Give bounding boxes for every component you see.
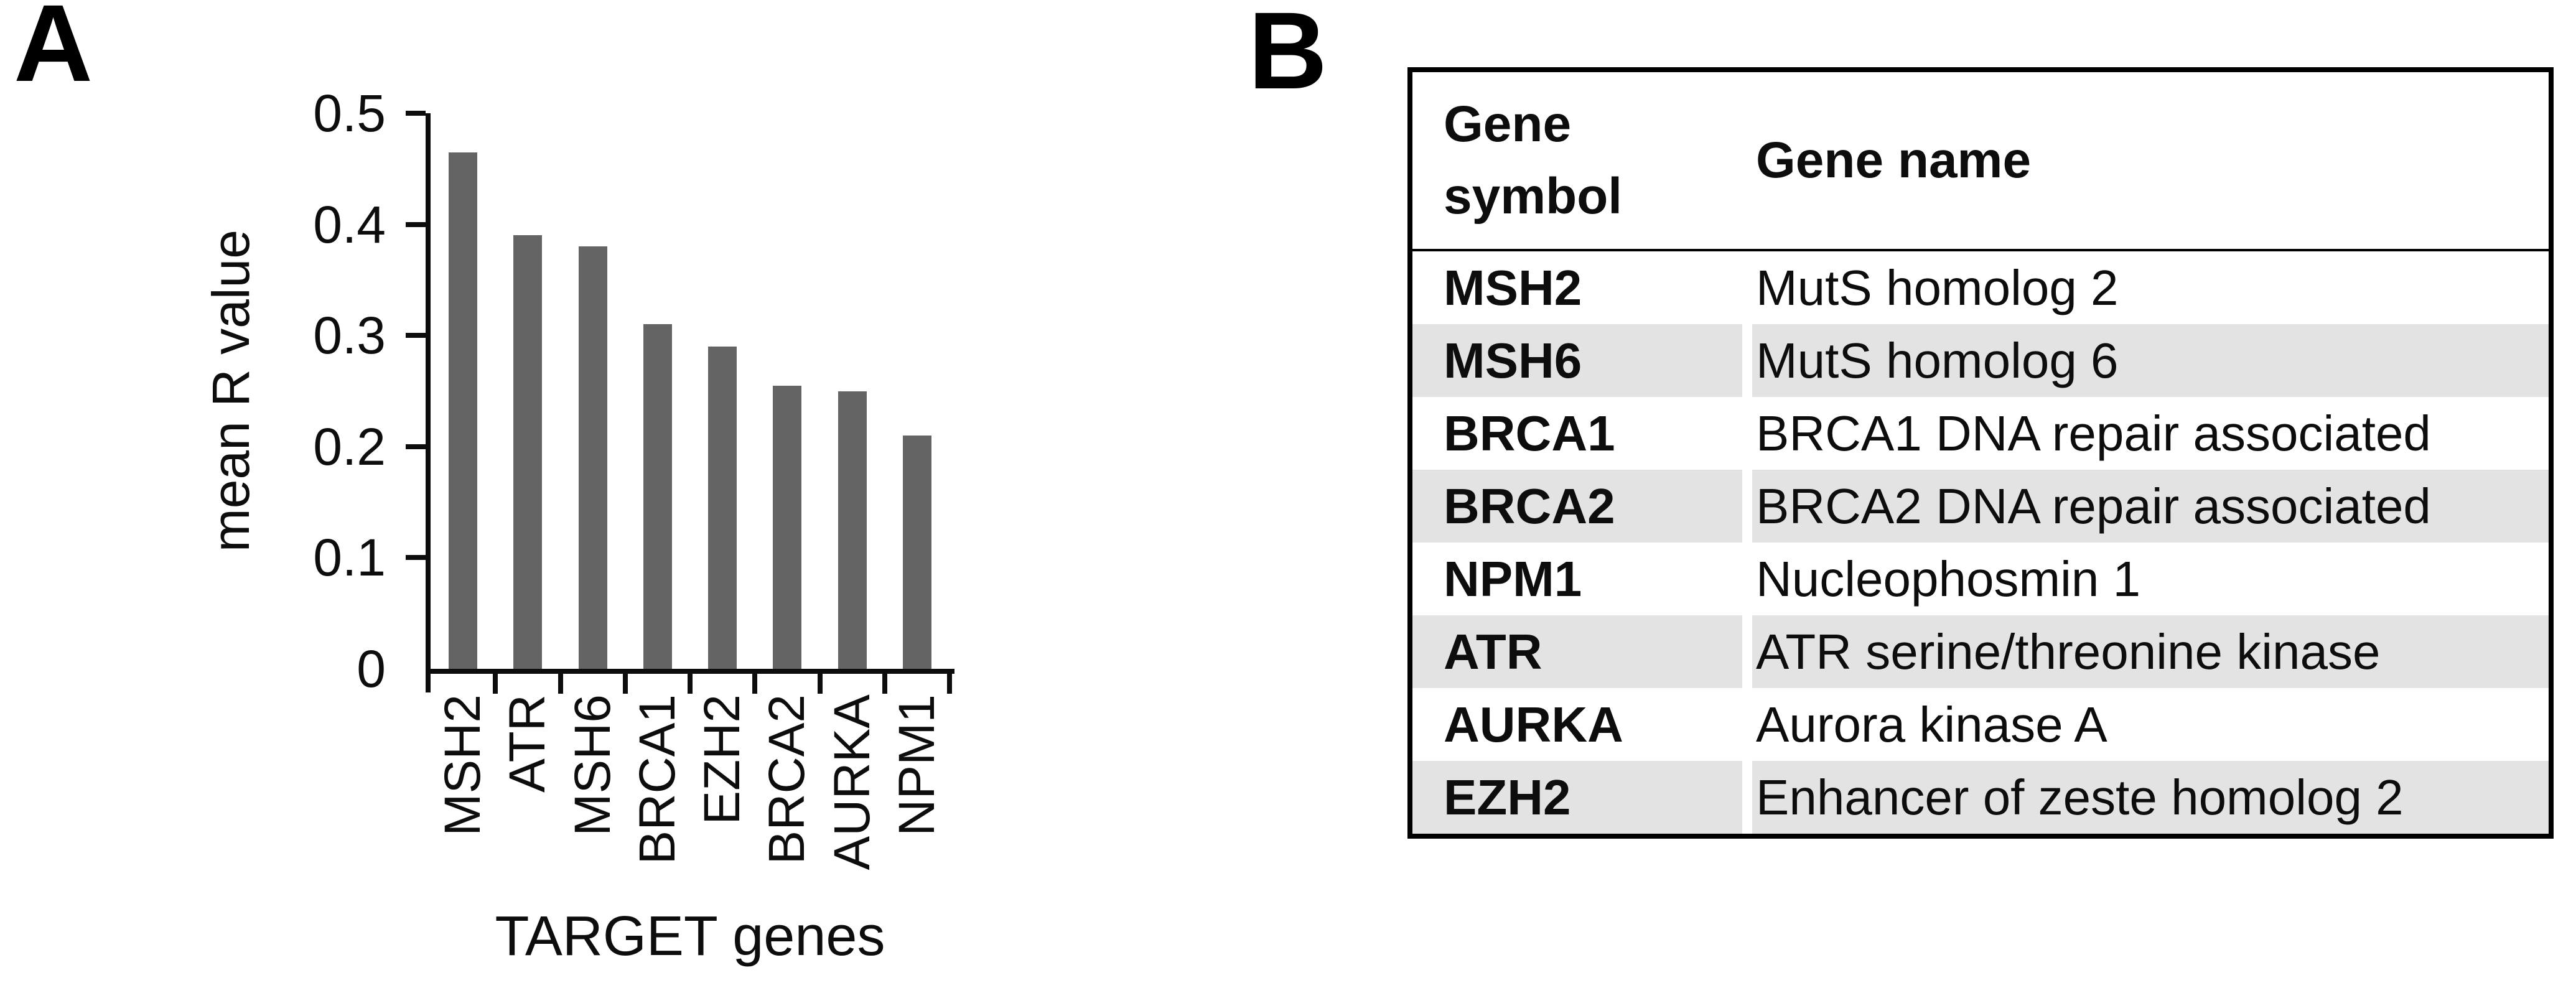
gene-symbol-cell: MSH2 — [1444, 259, 1582, 315]
x-tick-mark — [817, 674, 823, 694]
y-tick-mark — [406, 111, 426, 116]
x-tick-mark — [558, 674, 563, 694]
x-tick-label: EZH2 — [694, 694, 751, 825]
column-divider — [1742, 688, 1752, 761]
gene-name-cell: Nucleophosmin 1 — [1756, 551, 2141, 607]
column-divider — [1742, 470, 1752, 543]
column-divider — [1742, 615, 1752, 688]
x-tick-label: AURKA — [823, 694, 880, 870]
column-divider — [1742, 761, 1752, 834]
gene-name-cell: BRCA2 DNA repair associated — [1752, 470, 2549, 543]
column-divider — [1742, 397, 1752, 470]
gene-name-cell: Aurora kinase A — [1756, 696, 2107, 752]
table-header-row: Gene symbol Gene name — [1412, 72, 2549, 251]
x-tick-label: BRCA2 — [758, 694, 816, 865]
y-tick-label: 0.5 — [313, 84, 386, 142]
column-divider — [1742, 72, 1752, 249]
x-tick-label: MSH2 — [434, 694, 492, 836]
y-tick-mark — [406, 333, 426, 338]
gene-symbol-cell: AURKA — [1444, 696, 1623, 752]
y-axis-title: mean R value — [202, 113, 261, 669]
x-tick-mark — [622, 674, 628, 694]
table-row-msh2: MSH2 MutS homolog 2 — [1412, 251, 2549, 324]
x-tick-label: MSH6 — [564, 694, 621, 836]
column-divider — [1742, 251, 1752, 324]
gene-name-cell: Enhancer of zeste homolog 2 — [1752, 761, 2549, 834]
gene-name-cell: BRCA1 DNA repair associated — [1756, 405, 2431, 461]
bar-ezh2 — [708, 347, 737, 669]
bar-aurka — [838, 391, 867, 669]
y-axis-line — [426, 113, 431, 692]
x-tick-label-slot: MSH6 — [561, 694, 626, 925]
x-tick-label-slot: AURKA — [820, 694, 885, 925]
gene-symbol-cell: EZH2 — [1412, 761, 1742, 834]
gene-symbol-cell: ATR — [1412, 615, 1742, 688]
table-header-gene-symbol: Gene symbol — [1444, 95, 1623, 225]
gene-name-cell: MutS homolog 6 — [1752, 324, 2549, 397]
gene-symbol-cell: BRCA1 — [1444, 405, 1615, 461]
gene-table: Gene symbol Gene name MSH2 MutS homolog 2… — [1407, 67, 2554, 839]
x-axis-line — [426, 669, 954, 674]
bar-brca1 — [643, 324, 672, 669]
column-divider — [1742, 324, 1752, 397]
x-tick-label-slot: MSH2 — [431, 694, 496, 925]
x-tick-mark — [752, 674, 758, 694]
y-axis-title-text: mean R value — [202, 230, 261, 552]
x-tick-label: BRCA1 — [628, 694, 686, 865]
bar-atr — [513, 235, 543, 669]
x-tick-mark — [688, 674, 693, 694]
x-tick-label-slot: EZH2 — [690, 694, 755, 925]
x-tick-label-slot: BRCA1 — [625, 694, 691, 925]
table-row-npm1: NPM1 Nucleophosmin 1 — [1412, 543, 2549, 615]
y-tick-label: 0.3 — [313, 306, 386, 365]
y-tick-label: 0 — [357, 640, 386, 698]
gene-symbol-cell: NPM1 — [1444, 551, 1582, 607]
gene-symbol-cell: BRCA2 — [1412, 470, 1742, 543]
x-tick-mark — [947, 674, 952, 694]
gene-name-cell: MutS homolog 2 — [1756, 259, 2119, 315]
gene-symbol-cell: MSH6 — [1412, 324, 1742, 397]
bar-msh2 — [449, 152, 478, 669]
y-tick-mark — [406, 444, 426, 449]
y-tick-mark — [406, 221, 426, 227]
y-tick-label: 0.4 — [313, 195, 386, 254]
x-tick-label-slot: NPM1 — [885, 694, 950, 925]
x-tick-label-slot: BRCA2 — [755, 694, 820, 925]
x-tick-mark — [882, 674, 887, 694]
bar-brca2 — [773, 385, 802, 669]
panel-b-label: B — [1248, 0, 1328, 112]
bar-msh6 — [578, 246, 607, 669]
y-tick-label: 0.2 — [313, 417, 386, 476]
table-row-brca1: BRCA1 BRCA1 DNA repair associated — [1412, 397, 2549, 470]
y-tick-label: 0.1 — [313, 528, 386, 587]
column-divider — [1742, 543, 1752, 615]
x-tick-label-slot: ATR — [495, 694, 561, 925]
x-tick-label: NPM1 — [888, 694, 945, 836]
x-tick-label: ATR — [499, 694, 556, 793]
table-header-gene-name: Gene name — [1756, 131, 2032, 189]
x-tick-mark — [493, 674, 498, 694]
panel-a-label: A — [14, 0, 93, 105]
x-axis-title: TARGET genes — [495, 905, 885, 967]
table-row-aurka: AURKA Aurora kinase A — [1412, 688, 2549, 761]
bar-npm1 — [902, 435, 931, 669]
gene-name-cell: ATR serine/threonine kinase — [1752, 615, 2549, 688]
y-tick-mark — [406, 555, 426, 561]
